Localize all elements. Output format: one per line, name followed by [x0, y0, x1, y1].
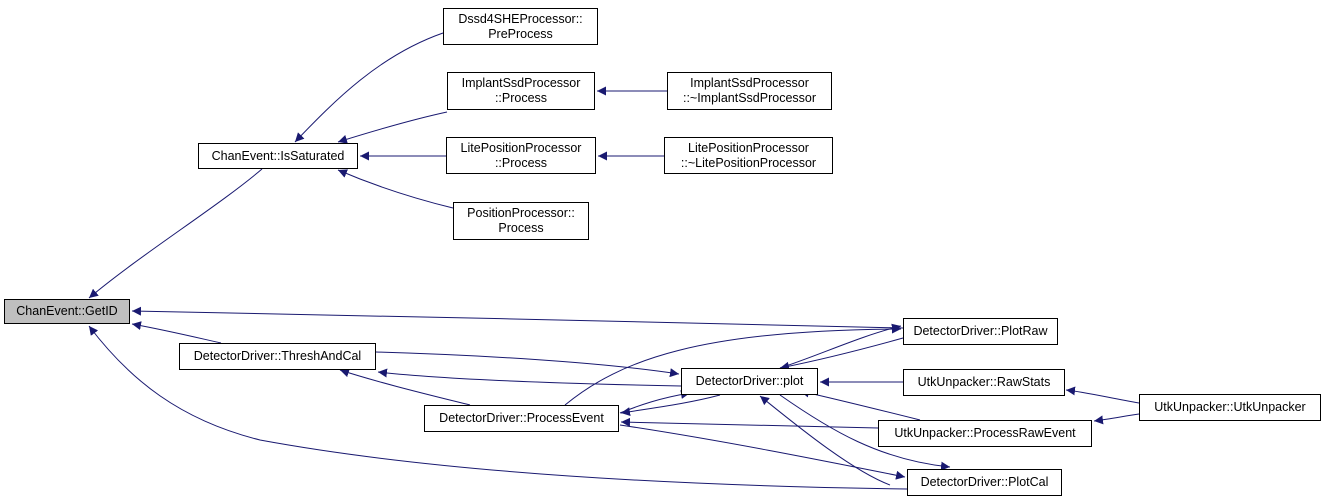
- edge-procraw-to-procev: [620, 417, 879, 429]
- node-label: ChanEvent::IsSaturated: [211, 148, 345, 163]
- node-label-line2: ::~LitePositionProcessor: [680, 155, 817, 170]
- edge-plotcal-to-plot: [759, 395, 891, 486]
- node-label-line2: ::Process: [494, 155, 548, 170]
- edge-plotraw-to-plot: [779, 337, 904, 371]
- node-label-line1: LitePositionProcessor: [688, 140, 809, 155]
- node-chanevent-issaturated[interactable]: ChanEvent::IsSaturated: [198, 143, 358, 169]
- edge-procev-to-plot: [619, 390, 691, 414]
- edge-issat-to-getid: [88, 168, 263, 299]
- node-label: UtkUnpacker::ProcessRawEvent: [894, 426, 1076, 440]
- edge-impl-to-issat: [337, 111, 448, 144]
- edge-procraw-to-plot: [799, 388, 921, 421]
- node-label: ChanEvent::GetID: [16, 304, 118, 318]
- edge-thresh-to-plot: [375, 351, 680, 378]
- edge-procev-to-thresh: [339, 368, 471, 406]
- edge-plotcal-to-getid: [88, 325, 908, 490]
- edge-pos-to-issat: [337, 169, 454, 209]
- edge-plotraw-to-getid: [131, 306, 904, 329]
- edge-dssd-to-issat: [294, 32, 444, 143]
- node-label: DetectorDriver::plot: [695, 374, 804, 388]
- node-label: UtkUnpacker::UtkUnpacker: [1154, 400, 1306, 414]
- node-positionprocessor-process[interactable]: PositionProcessor:: Process: [453, 202, 589, 240]
- edge-plot-to-plotraw: [779, 323, 902, 369]
- edge-plot-to-plotcal: [779, 394, 951, 471]
- node-detectordriver-plotcal[interactable]: DetectorDriver::PlotCal: [907, 469, 1062, 496]
- node-label: DetectorDriver::ProcessEvent: [439, 411, 604, 425]
- node-label: DetectorDriver::PlotCal: [920, 475, 1049, 489]
- node-detectordriver-processevent[interactable]: DetectorDriver::ProcessEvent: [424, 405, 619, 432]
- node-label-line1: LitePositionProcessor: [460, 140, 582, 155]
- node-label-line1: PositionProcessor::: [467, 206, 575, 220]
- node-label-line2: ::Process: [494, 91, 548, 105]
- node-label-line2: Process: [498, 221, 544, 235]
- node-utkunpacker-processrawevent[interactable]: UtkUnpacker::ProcessRawEvent: [878, 420, 1092, 447]
- node-label-line2: ::~ImplantSsdProcessor: [682, 91, 817, 105]
- edge-procev-to-plotcal: [619, 424, 906, 480]
- node-label-line1: ImplantSsdProcessor: [461, 76, 581, 90]
- node-detectordriver-plotraw[interactable]: DetectorDriver::PlotRaw: [903, 318, 1058, 345]
- node-litepositionprocessor-process[interactable]: LitePositionProcessor ::Process: [446, 137, 596, 174]
- node-label: UtkUnpacker::RawStats: [917, 375, 1051, 389]
- node-chanevent-getid[interactable]: ChanEvent::GetID: [4, 299, 130, 324]
- node-utkunpacker-rawstats[interactable]: UtkUnpacker::RawStats: [903, 369, 1065, 396]
- edge-utk-to-procraw: [1093, 413, 1140, 425]
- node-label-line1: Dssd4SHEProcessor::: [458, 11, 583, 26]
- node-detectordriver-plot[interactable]: DetectorDriver::plot: [681, 368, 818, 395]
- node-label-line1: ImplantSsdProcessor: [690, 76, 809, 90]
- node-dssd4sheprocessor-preprocess[interactable]: Dssd4SHEProcessor:: PreProcess: [443, 8, 598, 45]
- node-label: DetectorDriver::ThreshAndCal: [193, 349, 362, 363]
- edge-plot-to-procev: [620, 394, 721, 417]
- node-implantssdprocessor-process[interactable]: ImplantSsdProcessor ::Process: [447, 72, 595, 110]
- node-label-line2: PreProcess: [488, 26, 553, 41]
- node-label: DetectorDriver::PlotRaw: [913, 324, 1048, 338]
- node-utkunpacker-utkunpacker[interactable]: UtkUnpacker::UtkUnpacker: [1139, 394, 1321, 421]
- edge-procev-to-plotraw: [564, 324, 902, 406]
- edge-utk-to-rawstats: [1065, 386, 1140, 404]
- edge-thresh-to-getid: [131, 321, 222, 344]
- edge-plot-to-thresh: [377, 368, 682, 387]
- node-detectordriver-threshandcal[interactable]: DetectorDriver::ThreshAndCal: [179, 343, 376, 370]
- node-implantssdprocessor-destructor[interactable]: ImplantSsdProcessor ::~ImplantSsdProcess…: [667, 72, 832, 110]
- node-litepositionprocessor-destructor[interactable]: LitePositionProcessor ::~LitePositionPro…: [664, 137, 833, 174]
